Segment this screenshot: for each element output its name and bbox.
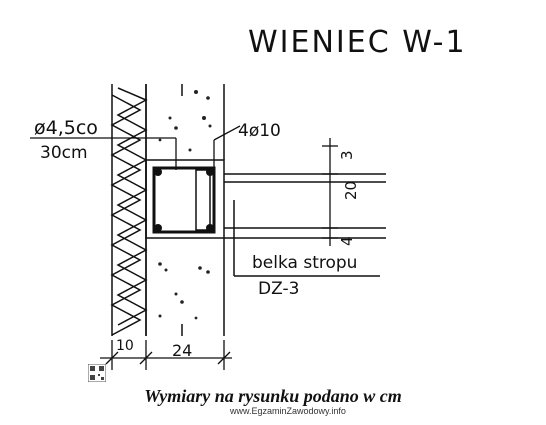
concrete-hatch-lower [158,262,210,320]
ring-beam [145,159,225,239]
left-wall [110,84,148,336]
dim-wall-thickness: 10 [116,338,134,354]
watermark: www.EgzaminZawodowy.info [230,406,346,416]
beam-label: belka stropu [252,253,357,273]
drawing-title: WIENIEC W-1 [248,25,467,60]
bottom-dimension [100,340,232,370]
stirrup-spacing: 30cm [40,143,88,163]
beam-type-label: DZ-3 [258,279,299,299]
dim-top: 3 [338,150,356,160]
main-rebars [154,168,214,232]
caption: Wymiary na rysunku podano w cm [144,386,402,406]
main-bars-spec: 4ø10 [238,121,281,141]
stirrup-spec: ø4,5co [34,117,98,139]
qr-code-icon [87,363,107,383]
dim-lower: 4 [338,236,356,246]
dim-middle: 20 [342,181,360,200]
wall-block [145,84,225,336]
concrete-hatch-upper [158,90,212,152]
leader-lines [30,125,241,170]
dim-block-width: 24 [172,341,192,360]
slab-beam [195,169,386,277]
vertical-dimension [322,138,338,246]
